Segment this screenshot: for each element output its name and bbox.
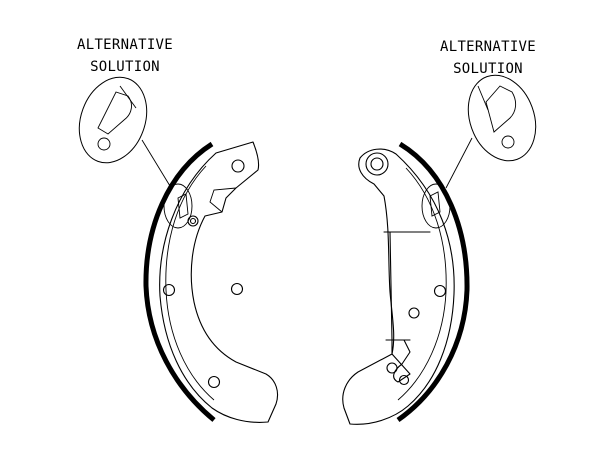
right-shoe-hole-bottom bbox=[398, 374, 410, 386]
right-detail-edge bbox=[477, 85, 489, 111]
left-detail-bubble bbox=[78, 76, 148, 164]
right-detail-bubble bbox=[467, 74, 537, 162]
right-shoe-rim bbox=[397, 167, 447, 401]
callout-right-line2: SOLUTION bbox=[453, 61, 523, 77]
left-shoe-lining bbox=[143, 141, 216, 422]
right-shoe-lining bbox=[396, 141, 470, 423]
left-highlight-ellipse bbox=[163, 183, 193, 229]
left-shoe-hole-middle bbox=[162, 283, 176, 297]
right-handbrake-lever bbox=[391, 339, 411, 383]
left-detail-hole bbox=[97, 137, 111, 151]
right-shoe-pivot-outer bbox=[365, 152, 389, 176]
right-shoe-web bbox=[342, 148, 455, 425]
left-shoe-hole-top bbox=[231, 159, 245, 173]
right-shoe-hole-lower bbox=[386, 362, 398, 374]
right-shoe-hole-middle bbox=[433, 284, 447, 298]
left-shoe-step bbox=[209, 187, 237, 213]
callout-label-right: ALTERNATIVE SOLUTION bbox=[413, 36, 563, 80]
right-detail-slot bbox=[485, 85, 517, 133]
right-shoe-pivot-inner bbox=[370, 157, 384, 171]
right-shoe-slot bbox=[429, 191, 441, 217]
left-detail-slot bbox=[97, 91, 132, 135]
left-detail-edge bbox=[119, 85, 137, 109]
left-shoe-rim bbox=[165, 165, 215, 401]
right-shoe-hole-lever bbox=[408, 307, 420, 319]
right-highlight-ellipse bbox=[421, 183, 451, 229]
callout-left-line2: SOLUTION bbox=[90, 59, 160, 75]
callout-right-line1: ALTERNATIVE bbox=[439, 39, 537, 55]
right-detail-hole bbox=[501, 135, 515, 149]
left-shoe-pin-inner bbox=[189, 217, 197, 225]
left-shoe-web bbox=[159, 141, 279, 423]
callout-left-line1: ALTERNATIVE bbox=[76, 37, 174, 53]
callout-label-left: ALTERNATIVE SOLUTION bbox=[50, 34, 200, 78]
right-adjuster-strut bbox=[383, 231, 431, 341]
right-leader-line bbox=[445, 137, 473, 189]
left-shoe-slot bbox=[177, 193, 189, 219]
left-leader-line bbox=[141, 139, 171, 187]
right-detail-callout bbox=[445, 74, 537, 189]
left-detail-callout bbox=[78, 76, 171, 187]
left-shoe-hole-web bbox=[230, 282, 244, 296]
left-shoe-hole-bottom bbox=[207, 375, 221, 389]
right-brake-shoe bbox=[342, 141, 470, 425]
left-brake-shoe bbox=[143, 141, 279, 423]
